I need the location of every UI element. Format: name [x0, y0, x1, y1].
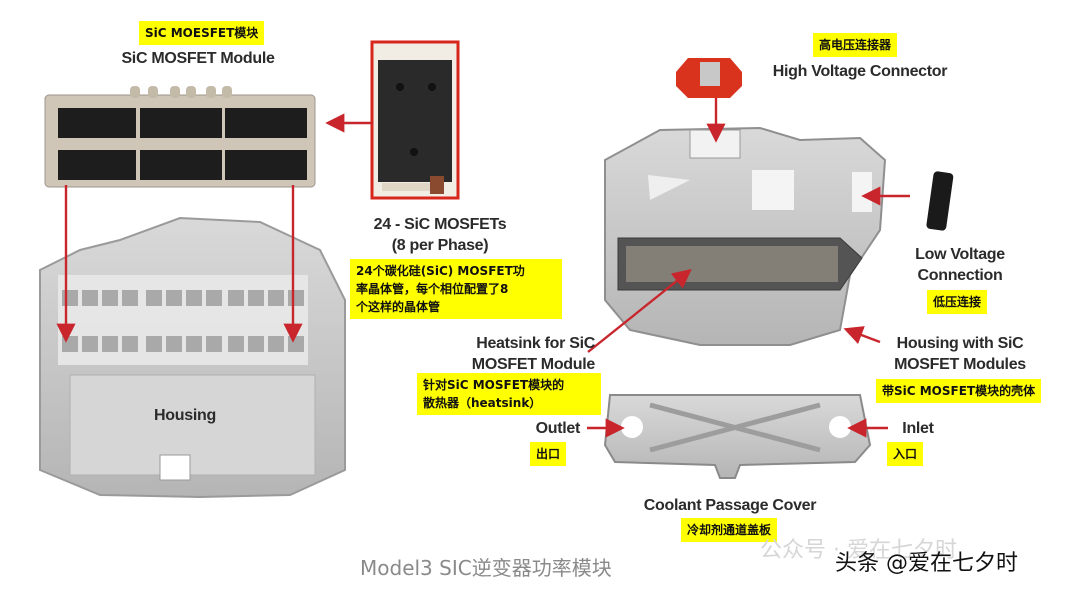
heatsink-en-line2: MOSFET Module: [471, 356, 596, 373]
coolant-cover-en-label: Coolant Passage Cover: [643, 497, 817, 514]
mosfet-cn-line2: 率晶体管，每个相位配置了8: [356, 282, 509, 296]
mosfet-cn-line1: 24个碳化硅(SiC) MOSFET功: [356, 264, 525, 278]
mosfet-cn-line3: 个这样的晶体管: [356, 300, 441, 314]
outlet-cn-label: 出口: [530, 442, 567, 466]
mosfet-count-label-line1: 24 - SiC MOSFETs: [373, 216, 507, 233]
mosfet-cn-description: 24个碳化硅(SiC) MOSFET功 率晶体管，每个相位配置了8 个这样的晶体…: [350, 259, 562, 319]
inlet-cn-label: 入口: [887, 442, 924, 466]
housing-left-image: [39, 216, 346, 499]
lv-connection-en-line1: Low Voltage: [915, 246, 1005, 263]
single-mosfet-image: [370, 40, 460, 200]
mosfet-count-label-line2: (8 per Phase): [391, 237, 489, 254]
lv-connection-cn-label: 低压连接: [927, 290, 988, 314]
figure-caption: Model3 SIC逆变器功率模块: [360, 556, 612, 580]
housing-right-en-line2: MOSFET Modules: [894, 356, 1026, 373]
callout-arrows: [56, 98, 910, 438]
outlet-en-label: Outlet: [535, 420, 581, 437]
housing-label: Housing: [154, 407, 216, 424]
heatsink-en-line1: Heatsink for SiC: [476, 335, 595, 352]
coolant-passage-cover-image: [603, 394, 872, 479]
heatsink-cn-description: 针对SiC MOSFET模块的 散热器（heatsink）: [417, 373, 601, 415]
sic-module-en-label: SiC MOSFET Module: [121, 50, 275, 67]
housing-right-cn-label: 带SiC MOSFET模块的壳体: [876, 379, 1042, 403]
low-voltage-connector-image: [926, 171, 954, 231]
sic-mosfet-module-image: [44, 86, 316, 188]
coolant-cover-cn-label: 冷却剂通道盖板: [681, 518, 778, 542]
hv-connector-cn-label: 高电压连接器: [813, 33, 898, 57]
housing-right-en-line1: Housing with SiC: [896, 335, 1024, 352]
high-voltage-connector-image: [676, 58, 742, 98]
inlet-en-label: Inlet: [902, 420, 934, 437]
watermark-faint: 公众号 · 爱在七夕时: [760, 538, 957, 563]
housing-right-image: [604, 126, 887, 346]
heatsink-cn-line1: 针对SiC MOSFET模块的: [423, 378, 565, 392]
hv-connector-en-label: High Voltage Connector: [772, 63, 948, 80]
watermark-main: 头条 @爱在七夕时: [835, 551, 1018, 576]
heatsink-cn-line2: 散热器（heatsink）: [423, 396, 542, 410]
sic-module-cn-label: SiC MOESFET模块: [139, 21, 265, 45]
lv-connection-en-line2: Connection: [917, 267, 1003, 284]
